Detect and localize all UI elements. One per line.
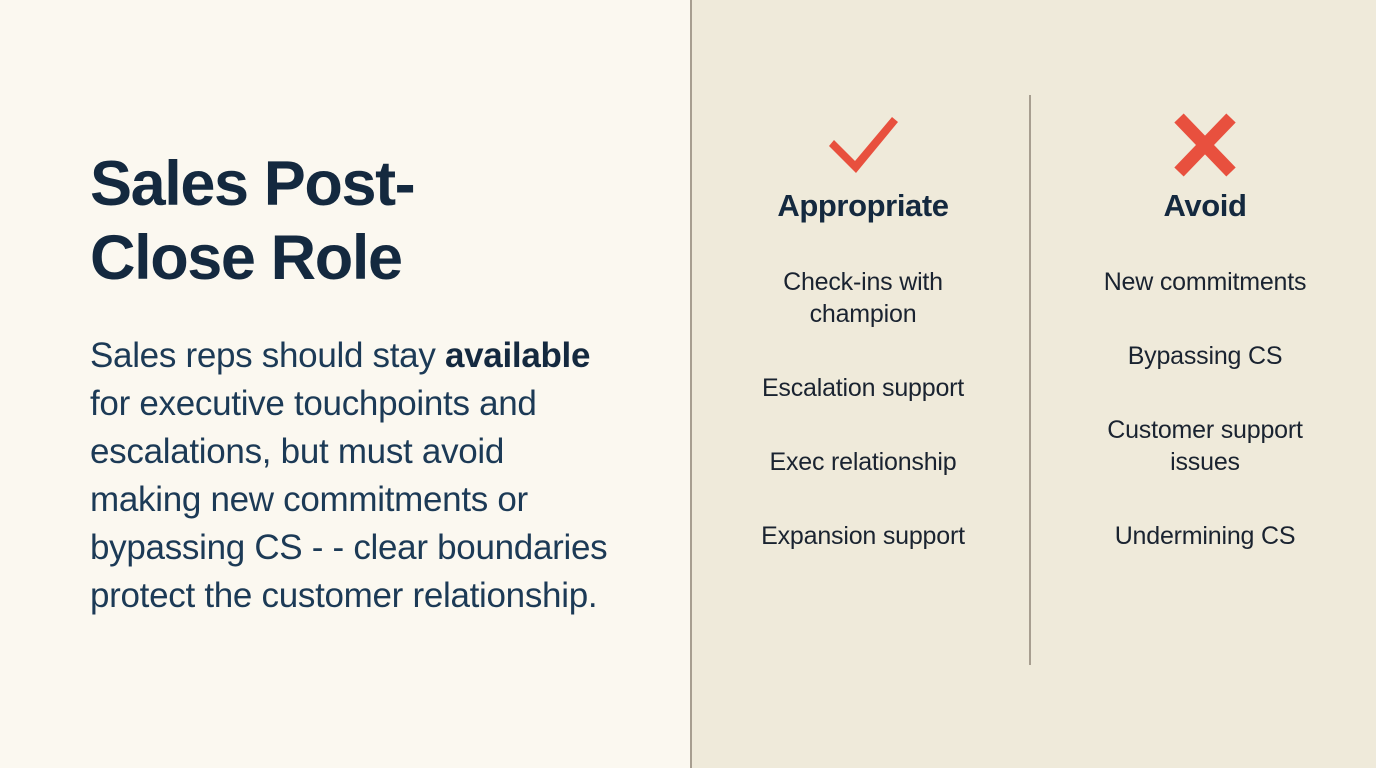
page-title: Sales Post-Close Role: [90, 149, 416, 294]
list-item: Escalation support: [761, 374, 965, 402]
column-divider: [1029, 95, 1031, 665]
list-item: Undermining CS: [1114, 522, 1296, 550]
list-item: Exec relationship: [769, 448, 957, 476]
column-heading-avoid: Avoid: [1163, 188, 1247, 223]
panel-divider: [690, 0, 692, 768]
column-avoid: Avoid New commitments Bypassing CS Custo…: [1034, 0, 1376, 768]
column-appropriate: Appropriate Check-ins with champion Esca…: [692, 0, 1034, 768]
column-items-avoid: New commitments Bypassing CS Customer su…: [1034, 266, 1376, 552]
column-items-appropriate: Check-ins with champion Escalation suppo…: [692, 266, 1034, 552]
column-heading-appropriate: Appropriate: [777, 188, 949, 223]
list-item: Bypassing CS: [1127, 342, 1283, 370]
list-item: Check-ins with champion: [783, 268, 943, 328]
cross-icon: [1170, 108, 1240, 182]
body-text-bold: available: [444, 335, 591, 375]
body-text-before-bold: Sales reps should stay: [90, 335, 445, 375]
body-paragraph: Sales reps should stay available for exe…: [90, 332, 620, 620]
check-icon: [824, 108, 902, 182]
list-item: Customer support issues: [1107, 416, 1303, 476]
list-item: Expansion support: [761, 522, 965, 550]
right-panel: Appropriate Check-ins with champion Esca…: [690, 0, 1376, 768]
left-panel: Sales Post-Close Role Sales reps should …: [90, 149, 620, 620]
list-item: New commitments: [1103, 268, 1307, 296]
body-text-after-bold: for executive touchpoints and escalation…: [90, 383, 608, 615]
